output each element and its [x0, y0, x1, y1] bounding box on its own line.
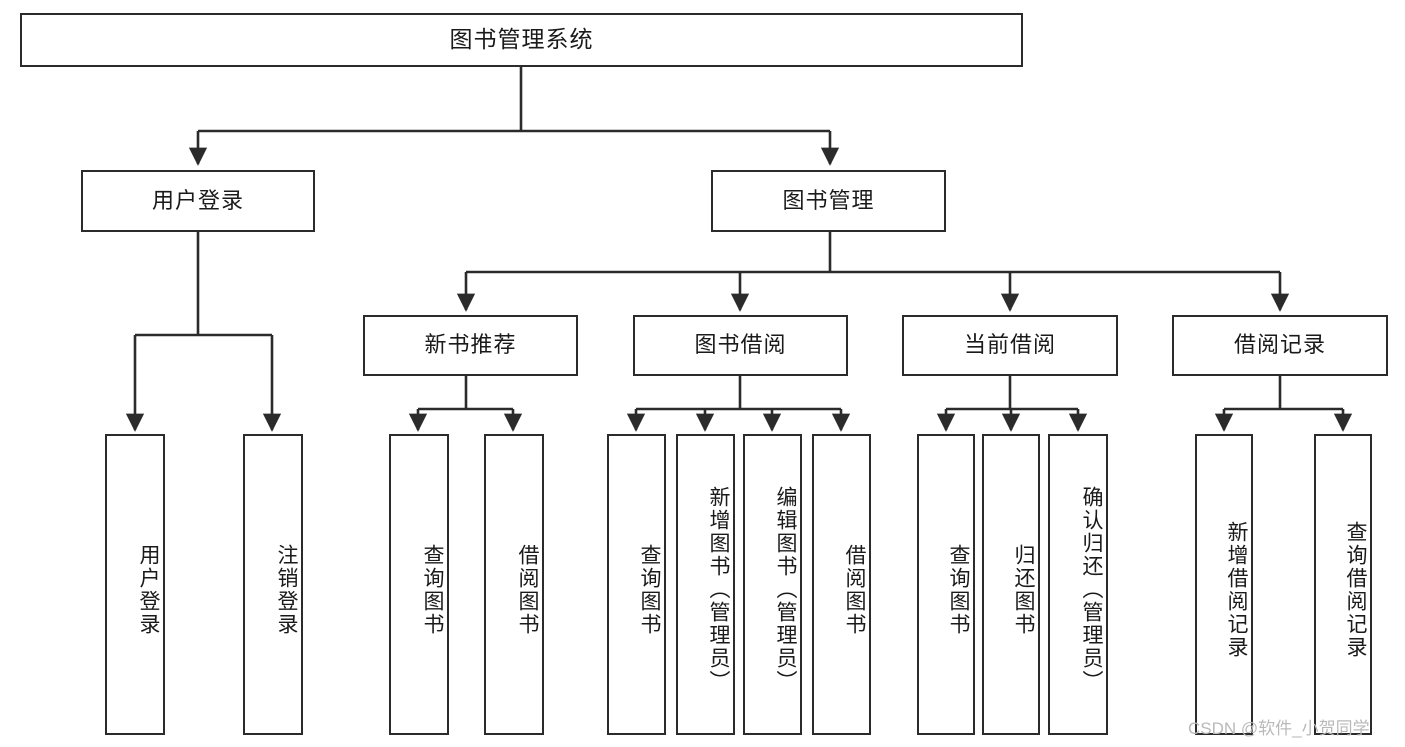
leaf-confirm-return-admin[interactable]: 确认归还（管理员）: [1048, 434, 1108, 735]
node-user-login[interactable]: 用户登录: [81, 170, 315, 232]
leaf-edit-book-admin[interactable]: 编辑图书（管理员）: [743, 434, 802, 735]
node-borrow-record[interactable]: 借阅记录: [1172, 315, 1388, 376]
node-label: 查询图书: [947, 543, 970, 636]
leaf-borrow-book[interactable]: 借阅图书: [812, 434, 871, 735]
node-label: 注销登录: [275, 543, 298, 636]
node-label: 新增借阅记录: [1225, 520, 1248, 659]
node-label: 借阅图书: [843, 543, 866, 636]
leaf-query-borrow-record[interactable]: 查询借阅记录: [1314, 434, 1372, 735]
leaf-query-book-borrow[interactable]: 查询图书: [607, 434, 666, 735]
leaf-borrow-book-new-book[interactable]: 借阅图书: [484, 434, 544, 735]
leaf-user-login[interactable]: 用户登录: [105, 434, 165, 735]
node-label: 查询借阅记录: [1344, 520, 1367, 659]
node-label: 用户登录: [151, 187, 244, 213]
node-new-book-recommend[interactable]: 新书推荐: [363, 315, 578, 376]
node-label: 借阅记录: [1233, 332, 1326, 358]
leaf-add-book-admin[interactable]: 新增图书（管理员）: [676, 434, 735, 735]
node-label: 用户登录: [137, 543, 160, 636]
node-book-manage[interactable]: 图书管理: [711, 170, 946, 232]
node-label: 确认归还（管理员）: [1080, 486, 1103, 693]
node-current-borrow[interactable]: 当前借阅: [902, 315, 1118, 376]
node-label: 图书借阅: [694, 332, 787, 358]
leaf-query-book-new-book[interactable]: 查询图书: [389, 434, 449, 735]
leaf-query-book-current[interactable]: 查询图书: [917, 434, 975, 735]
node-label: 借阅图书: [516, 543, 539, 636]
node-label: 新书推荐: [424, 332, 517, 358]
leaf-user-logout[interactable]: 注销登录: [243, 434, 303, 735]
node-label: 归还图书: [1012, 543, 1035, 636]
node-label: 图书管理系统: [449, 26, 594, 53]
node-label: 图书管理: [782, 187, 875, 213]
node-book-borrow[interactable]: 图书借阅: [633, 315, 848, 376]
node-label: 新增图书（管理员）: [707, 486, 730, 693]
node-label: 查询图书: [638, 543, 661, 636]
csdn-watermark: CSDN @软件_小贺同学: [1188, 719, 1370, 738]
node-label: 编辑图书（管理员）: [774, 486, 797, 693]
node-root-book-management-system[interactable]: 图书管理系统: [20, 13, 1023, 67]
leaf-add-borrow-record[interactable]: 新增借阅记录: [1195, 434, 1253, 735]
node-label: 当前借阅: [963, 332, 1056, 358]
node-label: 查询图书: [421, 543, 444, 636]
leaf-return-book[interactable]: 归还图书: [982, 434, 1040, 735]
